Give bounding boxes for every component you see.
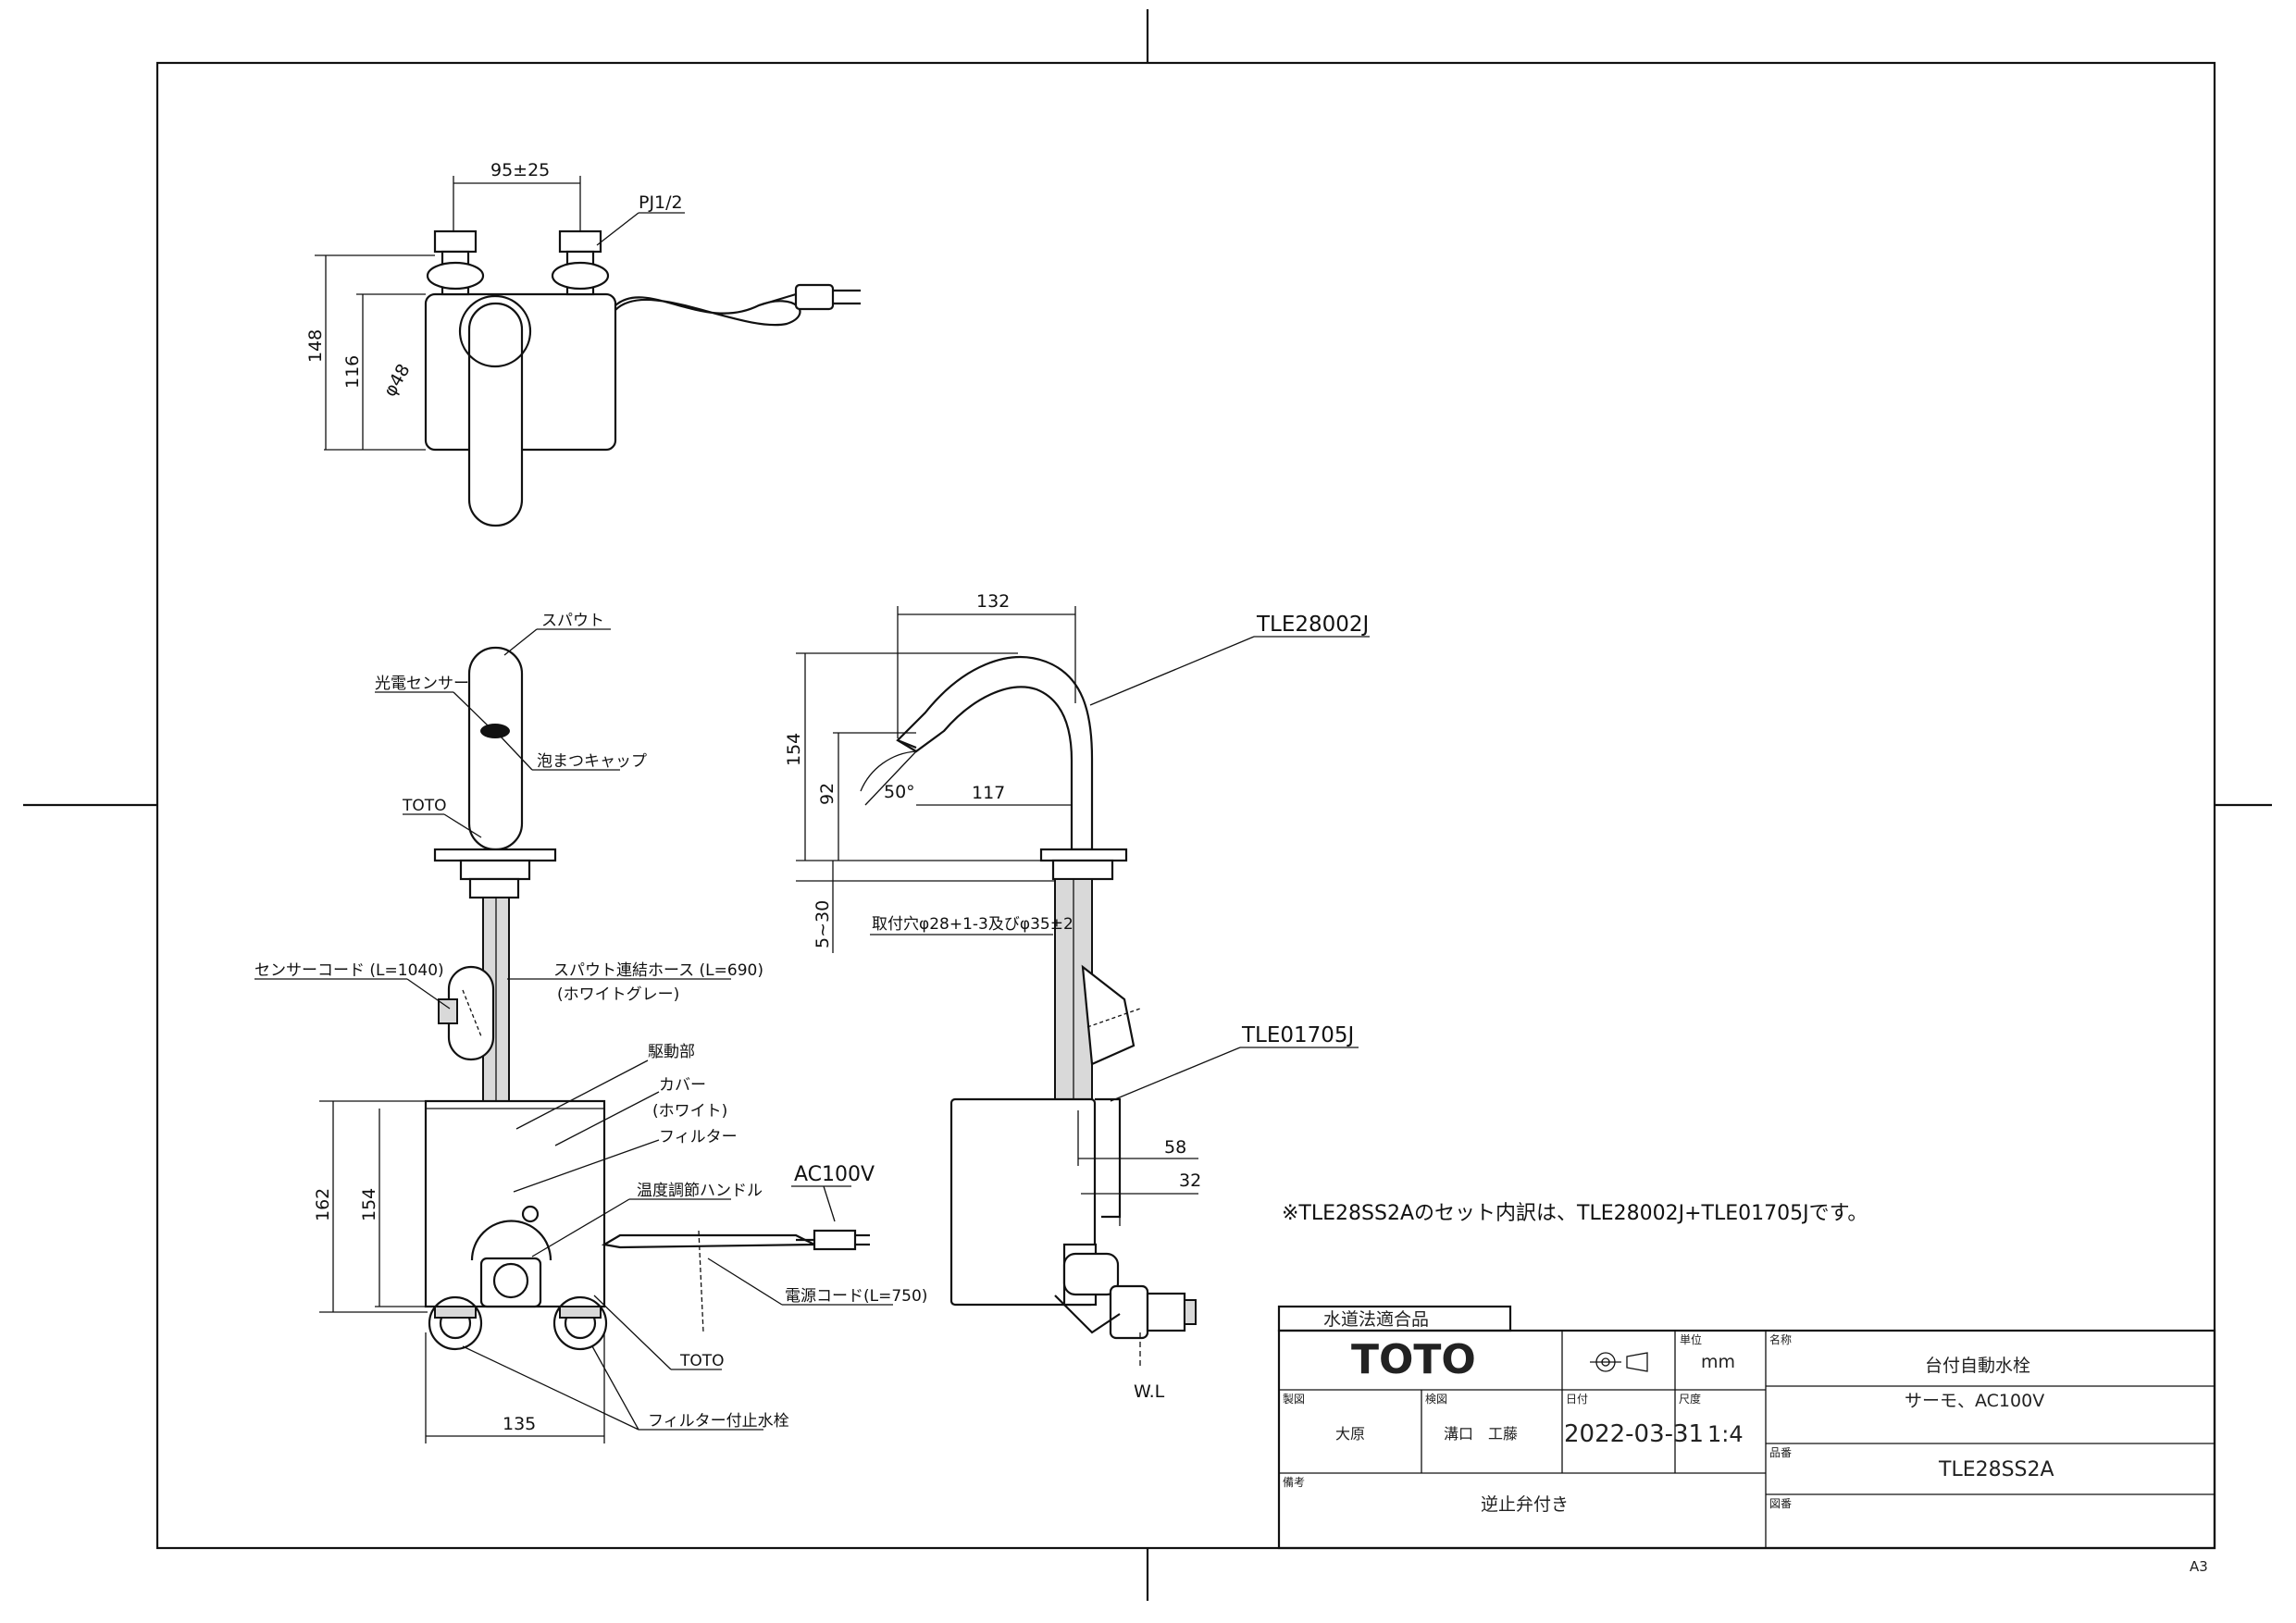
side-part-unit: TLE01705J: [1241, 1023, 1354, 1047]
sheet-size: A3: [2190, 1558, 2208, 1575]
plan-dim-height-total: 148: [305, 329, 326, 363]
tb-date-label: 日付: [1566, 1393, 1588, 1406]
plan-pipe-thread: PJ1/2: [639, 192, 683, 213]
side-dim-height: 154: [784, 733, 804, 766]
front-label-aerator: 泡まつキャップ: [537, 752, 647, 771]
front-label-brand: TOTO: [402, 797, 447, 815]
front-dim-width: 135: [503, 1414, 536, 1434]
tb-remarks-label: 備考: [1283, 1475, 1305, 1489]
side-dim-reach: 132: [976, 591, 1010, 612]
tb-name-label: 名称: [1769, 1332, 1792, 1346]
tb-checked-label: 検図: [1425, 1393, 1447, 1406]
side-drive-unit: [949, 1097, 1097, 1307]
tb-scale-label: 尺度: [1679, 1392, 1701, 1406]
front-dim-height-body: 154: [359, 1188, 379, 1221]
front-sensor-window: [480, 724, 510, 738]
side-wall-line: W.L: [1134, 1381, 1165, 1402]
front-label-sensor-cord: センサーコード (L=1040): [254, 961, 444, 980]
front-label-power-cord: 電源コード(L=750): [785, 1287, 927, 1306]
front-spout: [467, 646, 524, 851]
side-dim-32: 32: [1179, 1171, 1201, 1191]
side-dim-outlet-height: 92: [817, 783, 838, 805]
front-label-hose: スパウト連結ホース (L=690): [553, 961, 763, 980]
plan-spout: [467, 302, 524, 527]
tb-model: TLE28SS2A: [1938, 1458, 2054, 1481]
front-label-cover: カバー: [659, 1076, 706, 1095]
tb-drawn-by: 大原: [1335, 1425, 1365, 1443]
front-label-brand-2: TOTO: [679, 1352, 725, 1370]
front-dim-height-total: 162: [313, 1188, 333, 1221]
tb-compliance: 水道法適合品: [1323, 1309, 1429, 1330]
front-label-spout: スパウト: [541, 612, 604, 630]
plan-dim-width: 95±25: [490, 160, 550, 180]
side-spout: [896, 656, 1094, 851]
side-part-spout: TLE28002J: [1256, 613, 1369, 637]
tb-logo: TOTO: [1351, 1336, 1476, 1383]
front-label-stop-valve: フィルター付止水栓: [648, 1412, 789, 1431]
tb-remarks: 逆止弁付き: [1481, 1494, 1569, 1515]
tb-checked-by: 溝口 工藤: [1444, 1425, 1518, 1443]
plan-dim-height-body: 116: [342, 355, 363, 389]
front-label-cover-color: (ホワイト): [652, 1102, 727, 1121]
tb-drawn-label: 製図: [1283, 1393, 1305, 1406]
tb-date: 2022-03-31: [1564, 1420, 1704, 1448]
set-composition-note: ※TLE28SS2Aのセット内訳は、TLE28002J+TLE01705Jです。: [1282, 1202, 1868, 1225]
plan-dim-diameter: φ48: [379, 361, 414, 401]
side-dim-mount-hole: 取付穴φ28+1-3及びφ35±2: [872, 915, 1074, 934]
tb-scale: 1:4: [1707, 1421, 1744, 1447]
side-dim-58: 58: [1164, 1137, 1186, 1158]
tb-drawing-no-label: 図番: [1769, 1497, 1792, 1510]
tb-product-name: 台付自動水栓: [1925, 1356, 2030, 1376]
side-dim-counter: 5~30: [813, 900, 833, 948]
title-block: 水道法適合品 TOTO 単位 mm 名称 台付自動水栓 サーモ、AC100V 製…: [1277, 1305, 2216, 1550]
front-label-hose-color: (ホワイトグレー): [557, 985, 679, 1004]
tb-unit-label: 単位: [1680, 1332, 1702, 1346]
front-label-temp-handle: 温度調節ハンドル: [637, 1182, 763, 1200]
side-dim-angle: 50°: [884, 782, 915, 802]
front-label-power-rating: AC100V: [794, 1163, 875, 1186]
projection-symbol-icon: [1590, 1352, 1648, 1372]
tb-unit: mm: [1701, 1352, 1735, 1372]
side-dim-outlet-reach: 117: [972, 783, 1005, 803]
plan-view: 95±25 148 116 φ48 PJ1/2: [305, 160, 861, 527]
tb-model-label: 品番: [1769, 1446, 1792, 1459]
front-label-filter: フィルター: [659, 1128, 738, 1146]
front-view: スパウト 光電センサー 泡まつキャップ TOTO センサーコード (L=1040…: [254, 612, 927, 1443]
front-label-sensor: 光電センサー: [375, 675, 469, 693]
side-view: 132 154 92 50° 117 5~30 取付穴φ28+1-3及びφ35±…: [784, 591, 1370, 1402]
tb-product-spec: サーモ、AC100V: [1905, 1391, 2044, 1411]
front-label-drive-unit: 駆動部: [648, 1043, 695, 1061]
